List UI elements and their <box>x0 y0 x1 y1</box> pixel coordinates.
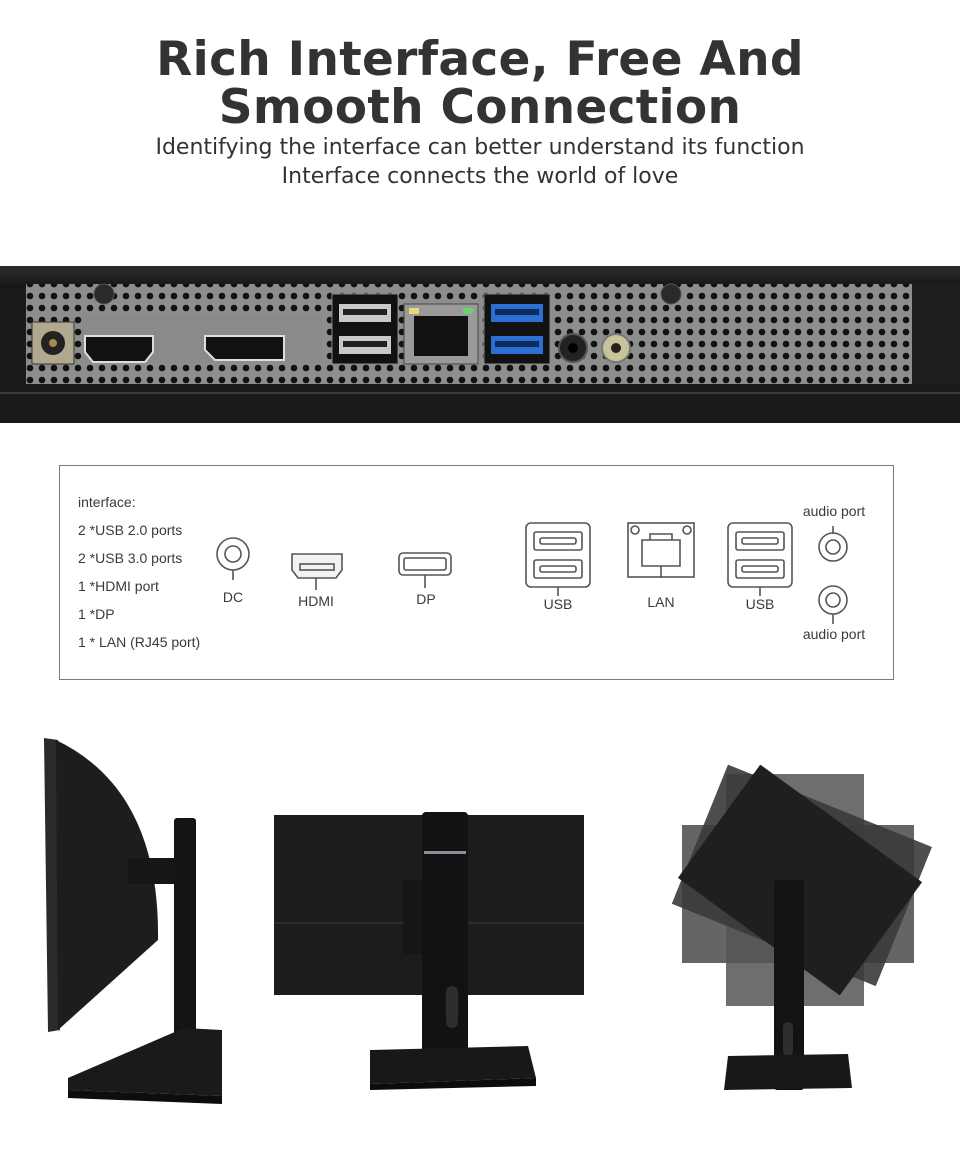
page-title: Rich Interface, Free And Smooth Connecti… <box>0 36 960 132</box>
dp-icon <box>398 552 452 588</box>
label-hdmi: HDMI <box>298 593 334 609</box>
label-dp: DP <box>416 591 436 607</box>
monitor-side-view <box>44 738 222 1104</box>
spec-item: 2 *USB 2.0 ports <box>78 522 183 538</box>
monitor-back-view <box>274 812 584 1090</box>
screw-icon <box>660 283 682 305</box>
label-lan: LAN <box>647 594 675 610</box>
screw-icon <box>93 283 115 305</box>
hdmi-port <box>84 335 154 363</box>
interface-diagram: interface: 2 *USB 2.0 ports 2 *USB 3.0 p… <box>59 465 894 680</box>
spec-item: 2 *USB 3.0 ports <box>78 550 183 566</box>
spec-item: 1 * LAN (RJ45 port) <box>78 634 201 650</box>
spec-heading: interface: <box>78 494 136 510</box>
dp-port <box>204 335 285 361</box>
audio-icon-top <box>818 526 848 562</box>
monitor-views <box>44 738 932 1104</box>
audio-icon-bottom <box>818 585 848 624</box>
port-panel-photo <box>0 266 960 423</box>
spec-item: 1 *HDMI port <box>78 578 159 594</box>
port-icons <box>216 522 848 624</box>
label-audio-top: audio port <box>802 503 866 519</box>
usb-icon-right <box>727 522 793 596</box>
label-audio-bottom: audio port <box>802 626 866 642</box>
hero-section: Rich Interface, Free And Smooth Connecti… <box>0 0 960 265</box>
spec-item: 1 *DP <box>78 606 115 622</box>
usb-icon-left <box>525 522 591 596</box>
subtitle-line-1: Identifying the interface can better und… <box>155 135 805 160</box>
subtitle-line-2: Interface connects the world of love <box>281 164 679 189</box>
label-usb-left: USB <box>543 596 573 612</box>
monitor-rotation-view <box>671 764 932 1090</box>
lan-icon <box>627 522 695 578</box>
dc-icon <box>216 537 250 580</box>
label-usb-right: USB <box>745 596 775 612</box>
hdmi-icon <box>291 553 343 590</box>
label-dc: DC <box>222 589 244 605</box>
title-line-2: Smooth Connection <box>218 80 742 135</box>
title-line-1: Rich Interface, Free And <box>156 32 804 87</box>
